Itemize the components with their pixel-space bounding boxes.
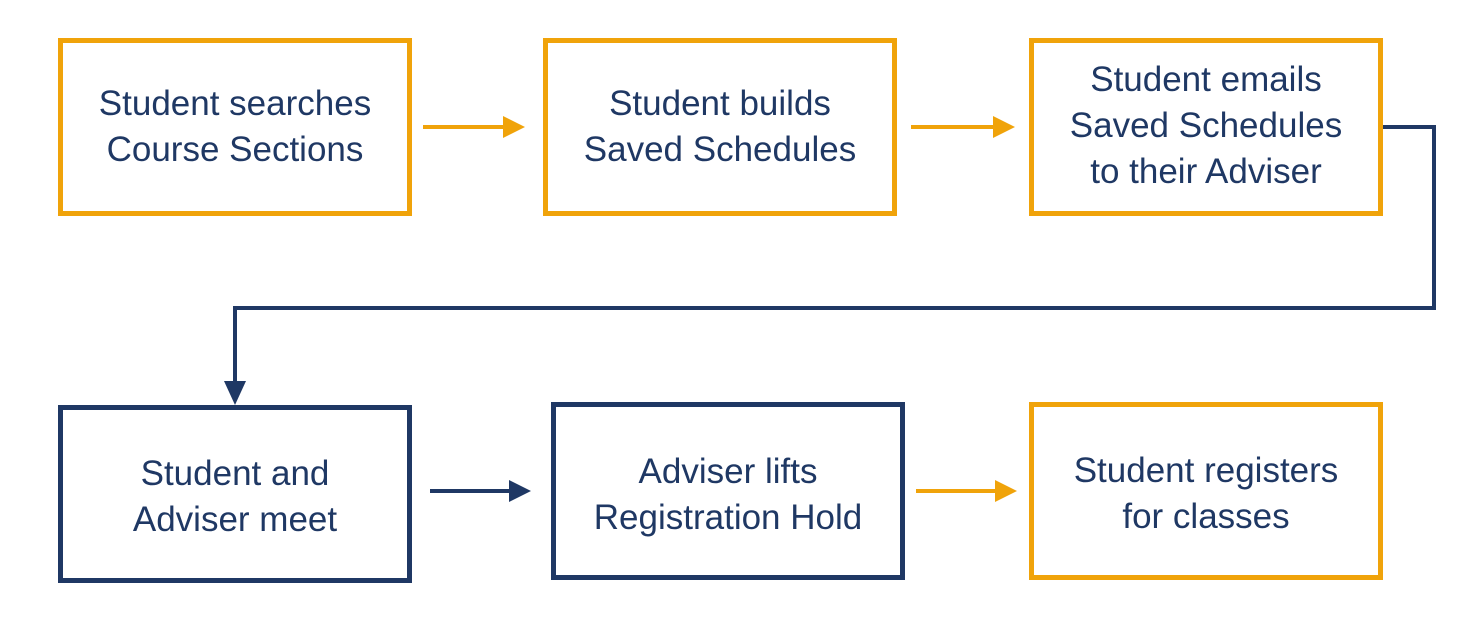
step-label: Student registers for classes	[1073, 451, 1339, 536]
step-student-searches-box: Student searches Course Sections	[58, 38, 412, 216]
step-student-emails-box: Student emails Saved Schedules to their …	[1029, 38, 1383, 216]
step-adviser-lifts-hold-box: Adviser lifts Registration Hold	[551, 402, 905, 580]
step-label: Student builds Saved Schedules	[583, 84, 857, 169]
step-label: Student searches Course Sections	[98, 84, 372, 169]
step-label: Student emails Saved Schedules to their …	[1069, 60, 1343, 191]
step-label: Adviser lifts Registration Hold	[593, 452, 863, 537]
arrow-2-to-3	[911, 116, 1015, 138]
arrow-5-to-6	[916, 480, 1017, 502]
arrow-3-to-4	[224, 125, 1436, 405]
step-student-registers-box: Student registers for classes	[1029, 402, 1383, 580]
arrow-1-to-2	[423, 116, 525, 138]
step-student-adviser-meet-box: Student and Adviser meet	[58, 405, 412, 583]
step-student-builds-box: Student builds Saved Schedules	[543, 38, 897, 216]
step-label: Student and Adviser meet	[132, 454, 338, 539]
arrow-4-to-5	[430, 480, 531, 502]
